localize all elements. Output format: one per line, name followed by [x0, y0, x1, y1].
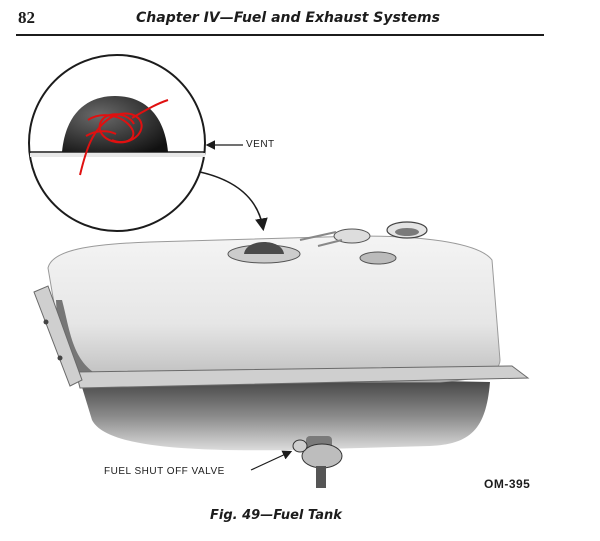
figure-caption: Fig. 49—Fuel Tank — [210, 508, 342, 523]
chapter-title: Chapter IV—Fuel and Exhaust Systems — [136, 10, 440, 26]
vent-detail-inset — [28, 54, 206, 232]
fuel-shut-off-valve-label: FUEL SHUT OFF VALVE — [104, 466, 225, 477]
header-rule — [16, 34, 544, 36]
vent-label: VENT — [246, 139, 275, 150]
red-annotation — [79, 99, 169, 176]
fuel-tank — [33, 221, 530, 488]
valve-arrow — [250, 450, 293, 471]
detail-pointer-arrow — [199, 171, 268, 232]
figure-code: OM-395 — [484, 477, 531, 491]
fuel-shut-off-valve — [292, 436, 343, 488]
page-number: 82 — [18, 8, 35, 27]
